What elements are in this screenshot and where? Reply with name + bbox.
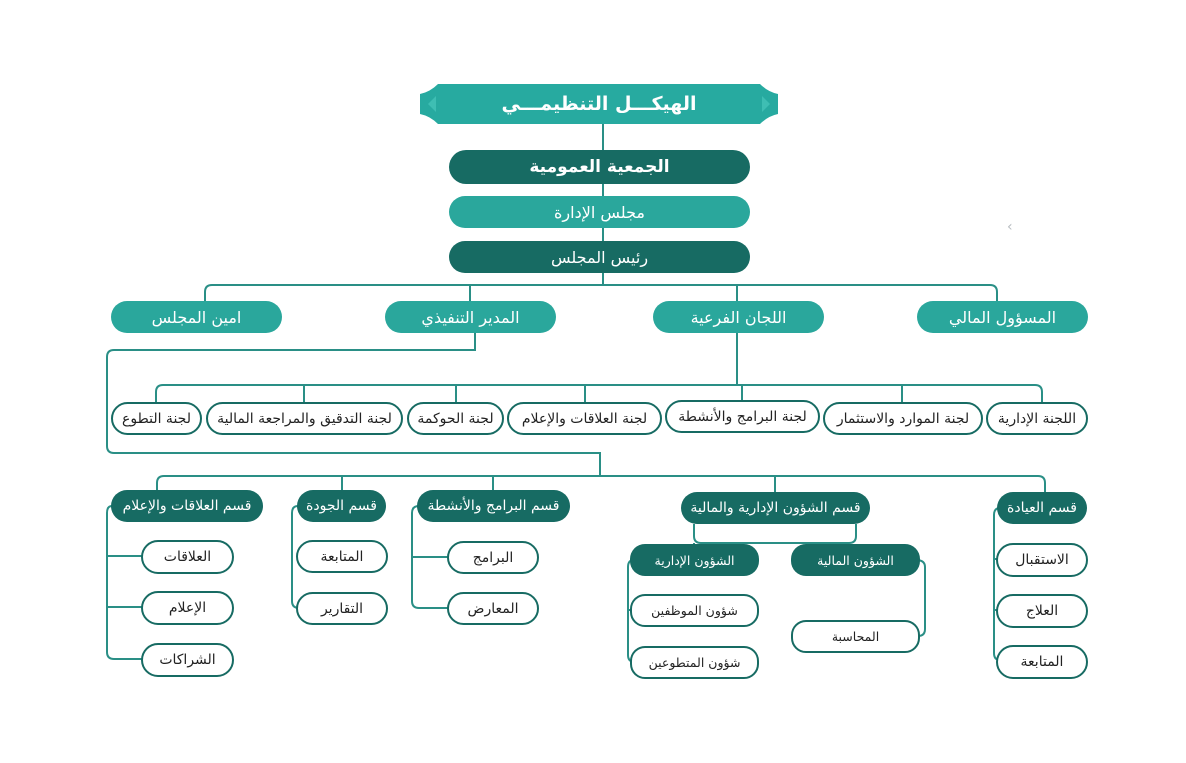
clinic-item: الاستقبال (996, 543, 1088, 577)
financial-affairs-item: المحاسبة (791, 620, 920, 653)
committee-item: لجنة الحوكمة (407, 402, 504, 435)
board-secretary-box: امين المجلس (111, 301, 282, 333)
clinic-department: قسم العيادة (997, 492, 1087, 524)
title-banner (420, 84, 778, 124)
programs-item: المعارض (447, 592, 539, 625)
committee-item: لجنة التطوع (111, 402, 202, 435)
quality-item: المتابعة (296, 540, 388, 573)
relations-item: الإعلام (141, 591, 234, 625)
executive-director-box: المدير التنفيذي (385, 301, 556, 333)
relations-department: قسم العلاقات والإعلام (111, 490, 263, 522)
subcommittees-box: اللجان الفرعية (653, 301, 824, 333)
financial-affairs-box: الشؤون المالية (791, 544, 920, 576)
quality-department: قسم الجودة (297, 490, 386, 522)
financial-officer-box: المسؤول المالي (917, 301, 1088, 333)
quality-item: التقارير (296, 592, 388, 625)
programs-department: قسم البرامج والأنشطة (417, 490, 570, 522)
administrative-affairs-item: شؤون الموظفين (630, 594, 759, 627)
clinic-item: المتابعة (996, 645, 1088, 679)
clinic-item: العلاج (996, 594, 1088, 628)
committee-item: لجنة التدقيق والمراجعة المالية (206, 402, 403, 435)
general-assembly-box: الجمعية العمومية (449, 150, 750, 184)
administrative-affairs-box: الشؤون الإدارية (630, 544, 759, 576)
committee-item: اللجنة الإدارية (986, 402, 1088, 435)
page-title: الهيكـــل التنظيمـــي (501, 93, 697, 115)
board-box: مجلس الإدارة (449, 196, 750, 228)
admin-finance-department: قسم الشؤون الإدارية والمالية (681, 492, 870, 524)
chevron-left-icon[interactable]: ‹ (1007, 219, 1013, 235)
committee-item: لجنة العلاقات والإعلام (507, 402, 662, 435)
administrative-affairs-item: شؤون المتطوعين (630, 646, 759, 679)
relations-item: العلاقات (141, 540, 234, 574)
committee-item: لجنة البرامج والأنشطة (665, 400, 820, 433)
committee-item: لجنة الموارد والاستثمار (823, 402, 983, 435)
chairman-box: رئيس المجلس (449, 241, 750, 273)
programs-item: البرامج (447, 541, 539, 574)
relations-item: الشراكات (141, 643, 234, 677)
